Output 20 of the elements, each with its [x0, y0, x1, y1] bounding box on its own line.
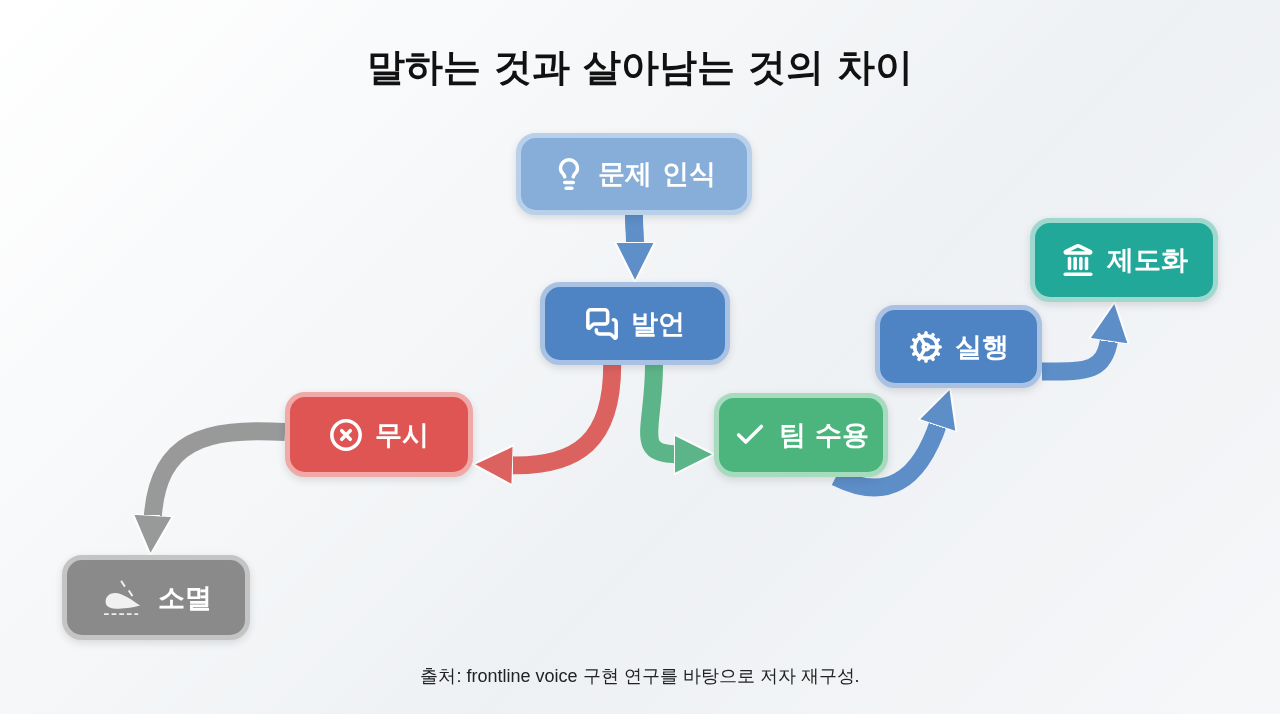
- caption: 출처: frontline voice 구현 연구를 바탕으로 저자 재구성.: [420, 665, 860, 688]
- arrow: [640, 364, 715, 476]
- arrow: [614, 214, 656, 283]
- title: 말하는 것과 살아남는 것의 차이: [366, 44, 914, 91]
- node-label: 제도화: [1106, 243, 1188, 277]
- node-label: 문제 인식: [598, 157, 716, 191]
- process-box: [516, 133, 752, 215]
- process-box: [875, 305, 1042, 388]
- process-box: [540, 282, 730, 365]
- arrow: [132, 422, 286, 556]
- node-label: 무시: [375, 417, 429, 452]
- process-box: [285, 392, 473, 477]
- process-box: [714, 393, 888, 477]
- node-label: 실행: [954, 329, 1009, 364]
- node-label: 팀 수용: [778, 418, 870, 452]
- node-label: 소멸: [158, 580, 212, 615]
- node-label: 발언: [631, 306, 685, 341]
- process-box: [62, 555, 250, 640]
- process-box: [1030, 218, 1218, 302]
- arrow: [472, 364, 622, 487]
